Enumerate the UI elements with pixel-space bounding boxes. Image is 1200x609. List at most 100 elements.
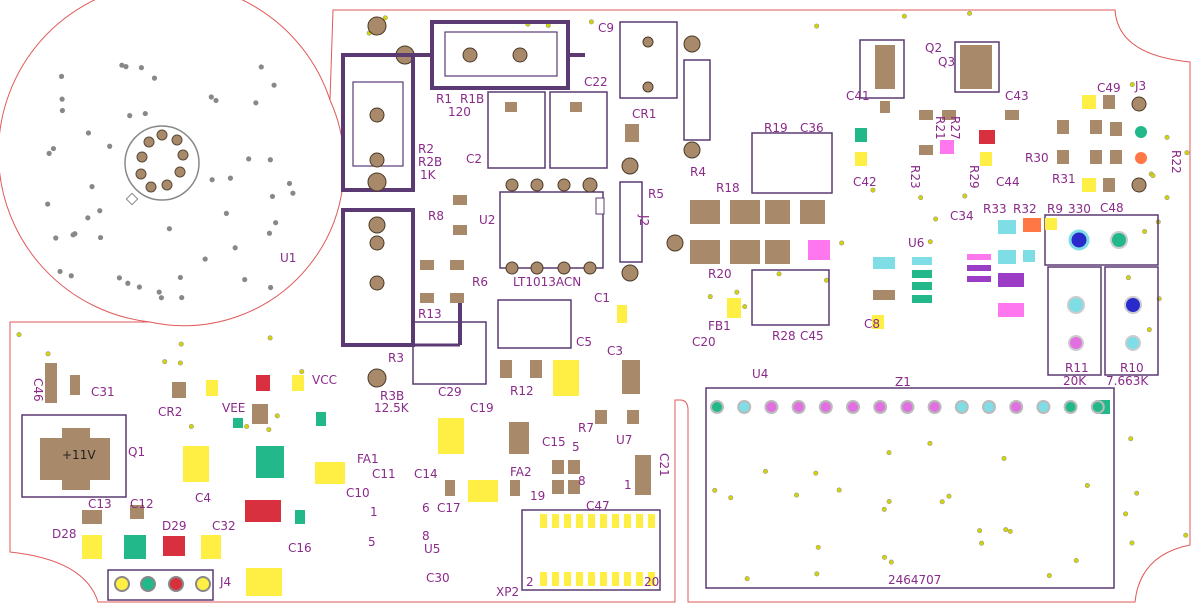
r3b-label: R3B: [380, 389, 404, 403]
via: [927, 239, 933, 245]
r2-label: R2: [418, 142, 434, 156]
pin5-label: 5: [368, 535, 376, 549]
r21-label: R21: [933, 116, 947, 140]
c21-label: C21: [657, 453, 671, 477]
mounting-hole: [242, 276, 248, 283]
mounting-hole: [116, 275, 123, 281]
r23-label: R23: [908, 165, 922, 189]
xp2-pad: [576, 572, 583, 586]
via: [177, 360, 183, 366]
mounting-hole: [45, 201, 51, 207]
mounting-hole: [138, 65, 145, 71]
c29-label: C29: [438, 385, 462, 399]
r10-label: R10: [1120, 361, 1144, 375]
u1-connector: [124, 125, 200, 206]
mounting-hole: [85, 130, 92, 136]
mounting-hole: [267, 157, 273, 163]
u2-part-label: LT1013ACN: [513, 275, 581, 289]
r32-label: R32: [1013, 202, 1037, 216]
via: [267, 335, 273, 341]
r30-label: R30: [1025, 151, 1049, 165]
via: [927, 440, 933, 446]
xp2-pad: [600, 572, 607, 586]
z1-pin: [710, 400, 724, 414]
r12-label: R12: [510, 384, 534, 398]
c41-label: C41: [846, 89, 870, 103]
z1-pin: [1036, 400, 1051, 414]
via: [1046, 573, 1052, 579]
via: [933, 216, 939, 222]
xp2-pad: [540, 572, 547, 586]
r13-label: R13: [418, 307, 442, 321]
c20-label: C20: [692, 335, 716, 349]
u7-p8-label: 8: [578, 474, 586, 488]
via: [734, 289, 740, 295]
mounting-hole: [59, 96, 65, 102]
xp2-pad: [564, 514, 571, 528]
mounting-hole: [97, 234, 104, 241]
u1-arc-outline: [0, 0, 331, 323]
via: [188, 423, 194, 429]
mounting-hole: [125, 280, 131, 286]
via: [1125, 275, 1131, 281]
mounting-hole: [156, 289, 162, 295]
mounting-hole: [290, 190, 296, 196]
xp2-pad: [648, 514, 655, 528]
mounting-hole: [232, 245, 238, 251]
c8-label: C8: [864, 317, 880, 331]
via: [977, 528, 983, 534]
mounting-hole: [202, 256, 208, 262]
z1-pin: [873, 400, 888, 414]
xp2-label: XP2: [496, 585, 519, 599]
fb1-label: FB1: [708, 319, 731, 333]
z1-pin: [900, 400, 915, 414]
z1-part-label: 2464707: [888, 573, 941, 587]
via: [382, 15, 388, 21]
c34-label: C34: [950, 209, 974, 223]
j4-label: J4: [219, 575, 231, 589]
via: [1007, 528, 1013, 534]
via: [888, 559, 894, 565]
mounting-hole: [267, 284, 274, 291]
r19-label: R19: [764, 121, 788, 135]
via: [836, 487, 842, 493]
xp2-pad: [540, 514, 547, 528]
c19-label: C19: [470, 401, 494, 415]
mounting-hole: [46, 150, 52, 156]
c15-label: C15: [542, 435, 566, 449]
mounting-hole: [158, 295, 164, 301]
via: [16, 332, 22, 338]
z1-pin: [927, 400, 942, 414]
via: [1142, 229, 1148, 235]
via-field: [16, 10, 1190, 582]
q1-pad: [40, 428, 110, 490]
z1-pin: [982, 400, 996, 414]
smd-pads: [45, 45, 1122, 524]
xp2-pad: [612, 514, 619, 528]
xp2-pad: [564, 572, 571, 586]
mounting-hole: [89, 184, 95, 190]
r27-label: R27: [948, 116, 962, 140]
mounting-hole: [59, 107, 65, 114]
j2-label: J2: [637, 214, 651, 226]
via: [1150, 173, 1156, 179]
q3-label: Q3: [938, 55, 955, 69]
via: [162, 359, 168, 365]
r5-label: R5: [648, 187, 664, 201]
fa1-label: FA1: [357, 452, 379, 466]
d29-label: D29: [162, 519, 187, 533]
r7-label: R7: [578, 421, 594, 435]
z1-pin: [818, 400, 833, 414]
z1-pin: [1090, 400, 1105, 414]
xp2-pad: [636, 572, 643, 586]
c45-label: C45: [800, 329, 824, 343]
z1-label: Z1: [895, 375, 911, 389]
u5-label: U5: [424, 542, 440, 556]
mounting-hole: [119, 62, 125, 68]
r3-label: R3: [388, 351, 404, 365]
cap-outlines-top: [21, 21, 1159, 591]
z1-pin: [791, 400, 806, 414]
c11-label: C11: [372, 467, 396, 481]
through-hole-pads: [505, 35, 1147, 282]
mounting-hole: [97, 208, 103, 214]
